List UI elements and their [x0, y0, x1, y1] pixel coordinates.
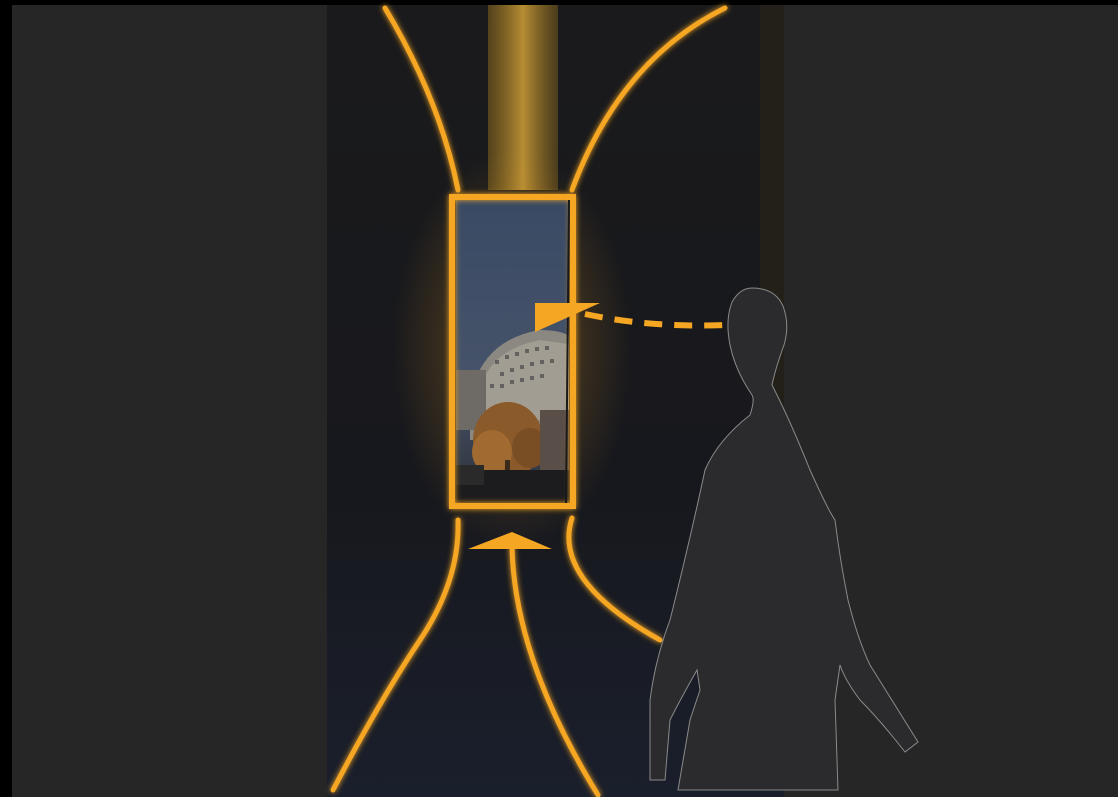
window-view [456, 200, 575, 503]
